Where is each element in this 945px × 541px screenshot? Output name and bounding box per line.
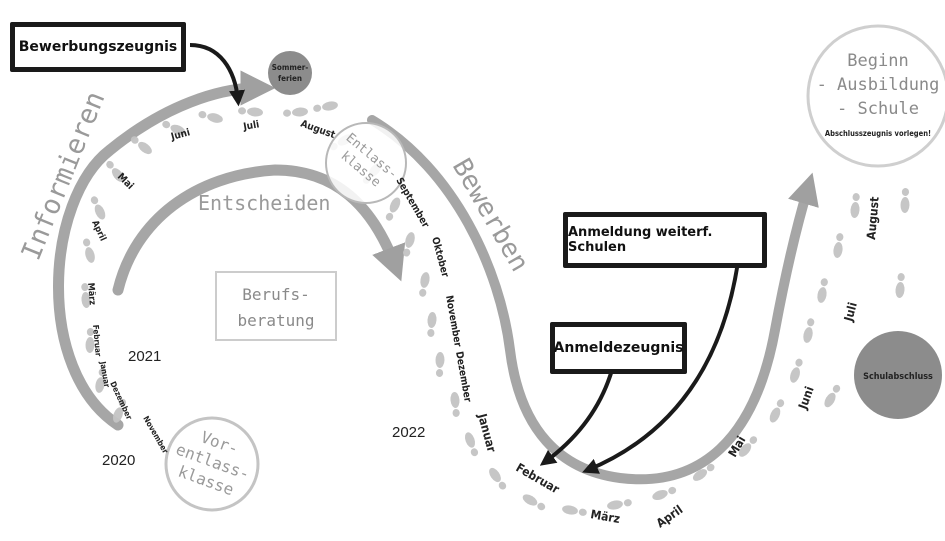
bewerben-arrow <box>367 115 819 485</box>
beginn-circle <box>806 24 945 168</box>
month-label: März <box>589 507 621 526</box>
anmeldung-box: Anmeldung weiterf. Schulen <box>563 212 767 268</box>
entlassklasse-circle <box>325 122 407 204</box>
anmeldung-pointer <box>582 261 740 474</box>
berufsberatung-label-1: Berufs- <box>242 285 309 304</box>
month-label: April <box>89 219 107 243</box>
month-label: November <box>141 415 170 456</box>
phase-entscheiden: Entscheiden <box>198 191 330 215</box>
month-label: Oktober <box>429 236 450 279</box>
month-label: August <box>299 118 337 141</box>
schulabschluss-label: Schulabschluss <box>863 372 933 382</box>
anmeldezeugnis-box: Anmeldezeugnis <box>550 322 687 374</box>
bewerbungszeugnis-pointer <box>189 43 246 107</box>
month-label: April <box>654 502 686 530</box>
month-label: Februar <box>514 460 563 496</box>
bewerbungszeugnis-box: Bewerbungszeugnis <box>10 22 186 72</box>
month-label: November <box>443 295 463 349</box>
entscheiden-arrow <box>112 164 406 296</box>
month-label: Juni <box>169 127 191 143</box>
month-label: Februar <box>91 324 103 357</box>
vorentlassklasse-circle <box>164 416 260 512</box>
sommerferien-label-1: Sommer- <box>272 63 309 72</box>
year-2020: 2020 <box>102 452 136 469</box>
month-label: August <box>864 196 882 240</box>
berufsberatung-label-2: beratung <box>237 311 314 330</box>
bewerbungszeugnis-label: Bewerbungszeugnis <box>18 39 178 55</box>
month-label: März <box>85 282 97 305</box>
year-2022: 2022 <box>392 424 426 441</box>
month-label: Januar <box>475 411 499 454</box>
sommerferien-circle <box>268 51 312 95</box>
schulabschluss-circle <box>854 331 942 419</box>
beginn-note: Abschlusszeugnis vorlegen! <box>825 129 931 138</box>
informieren-arrow <box>53 70 276 431</box>
beginn-label-3: - Schule <box>837 99 919 119</box>
year-2021: 2021 <box>128 348 162 365</box>
month-label: Juli <box>242 119 261 133</box>
beginn-label-1: Beginn <box>847 51 908 71</box>
sommerferien-label-2: ferien <box>278 74 302 83</box>
anmeldung-label: Anmeldung weiterf. Schulen <box>568 225 713 255</box>
anmeldezeugnis-pointer <box>539 369 614 466</box>
month-label: Juni <box>795 385 816 412</box>
month-label: Juli <box>841 301 860 324</box>
beginn-label-2: - Ausbildung <box>817 75 940 95</box>
anmeldezeugnis-label: Anmeldezeugnis <box>553 340 684 356</box>
berufsberatung-box <box>215 271 337 341</box>
